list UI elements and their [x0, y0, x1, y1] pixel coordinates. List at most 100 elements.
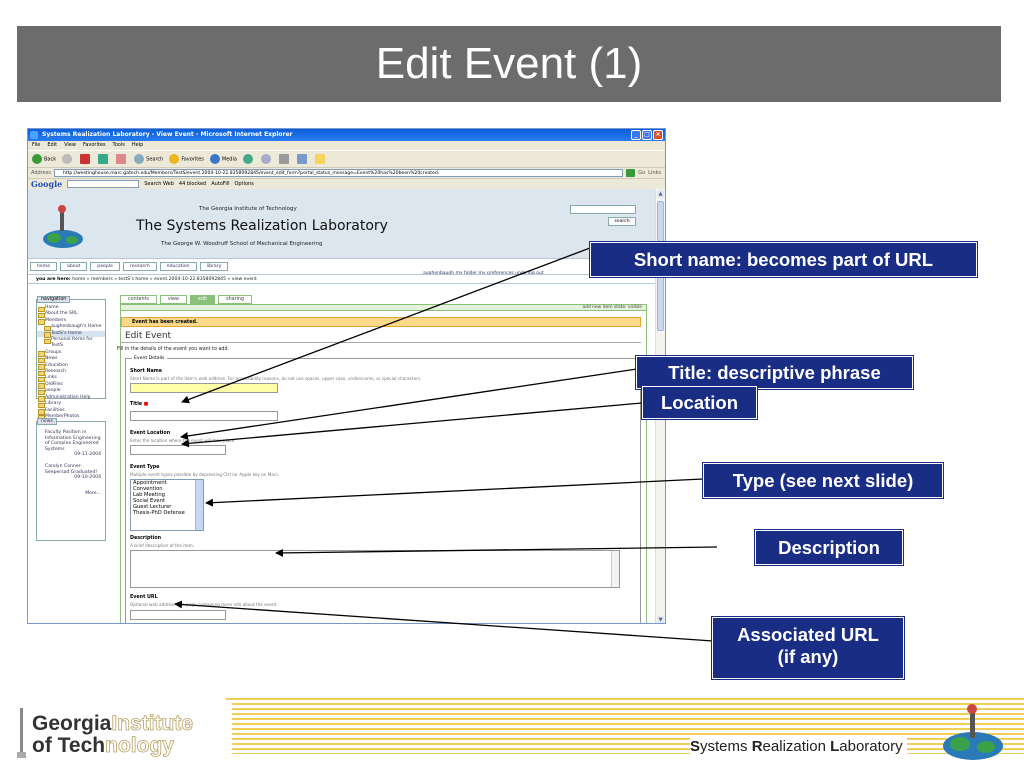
portal-tabs: home about people research education lib…	[30, 262, 229, 271]
mail-icon[interactable]	[260, 154, 271, 164]
nav-item-members[interactable]: Members	[37, 318, 105, 326]
description-textarea[interactable]	[130, 550, 620, 588]
footer: GeorgiaInstitute of Technology Systems R…	[0, 698, 1024, 768]
news-more-link[interactable]: More...	[85, 490, 101, 496]
history-icon[interactable]	[242, 154, 253, 164]
edit-icon[interactable]	[296, 154, 307, 164]
event-type-option[interactable]: Lab Meeting	[133, 492, 165, 498]
go-arrow-icon[interactable]	[626, 169, 636, 177]
tab-education[interactable]: education	[159, 262, 197, 271]
navigation-header: navigation	[37, 296, 71, 303]
nav-item-groups[interactable]: Groups	[37, 350, 105, 358]
tab-contents[interactable]: contents	[120, 295, 157, 304]
georgia-tech-logo: GeorgiaInstitute of Technology	[12, 702, 232, 760]
address-input[interactable]: http://westinghouse.marc.gatech.edu/Memb…	[53, 169, 624, 177]
event-type-option[interactable]: Thesis-PhD Defense	[133, 510, 185, 516]
back-button[interactable]: Back	[32, 154, 56, 164]
breadcrumb-path[interactable]: home » members » testS's home » event.20…	[72, 277, 257, 282]
refresh-icon[interactable]	[98, 154, 109, 164]
divider	[121, 342, 641, 343]
go-button[interactable]: Go	[638, 170, 646, 176]
minimize-button[interactable]: _	[631, 130, 641, 140]
event-type-option[interactable]: Appointment	[133, 480, 167, 486]
location-label: Event Location	[130, 431, 171, 436]
links-label[interactable]: Links	[648, 170, 661, 176]
nav-item-news[interactable]: News	[37, 356, 105, 364]
description-help: A brief description of the item.	[130, 543, 195, 548]
form-heading: Edit Event	[125, 331, 172, 341]
nav-item-admin-help[interactable]: Administration Help	[37, 395, 105, 403]
short-name-input[interactable]	[130, 383, 278, 393]
personal-bar[interactable]: aughenbaugh my folder my preferences und…	[423, 271, 544, 276]
menu-bar: File Edit View Favorites Tools Help	[28, 141, 665, 150]
tab-about[interactable]: about	[60, 262, 88, 271]
site-search-input[interactable]	[570, 205, 636, 214]
gt-institute: Institute	[111, 712, 193, 735]
web-page: The Georgia Institute of Technology The …	[28, 189, 657, 623]
event-url-input[interactable]	[130, 610, 226, 620]
media-button[interactable]: Media	[209, 154, 237, 164]
search-button[interactable]: Search	[134, 154, 163, 164]
select-scrollbar[interactable]	[195, 480, 203, 530]
lab-name: The Systems Realization Laboratory	[136, 218, 388, 234]
gt-line2: of Technology	[32, 734, 174, 757]
tab-edit[interactable]: edit	[189, 295, 216, 304]
nav-item-personal[interactable]: Personal Items for TestS	[37, 337, 105, 350]
nav-item-research[interactable]: Research	[37, 369, 105, 377]
tab-research[interactable]: research	[122, 262, 157, 271]
fieldset-legend: Event Details	[132, 356, 167, 361]
scroll-up-icon[interactable]: ▲	[657, 190, 664, 198]
event-type-option[interactable]: Guest Lecturer	[133, 504, 172, 510]
callout-short-name: Short name: becomes part of URL	[589, 241, 978, 278]
folder-icon[interactable]	[314, 154, 325, 164]
google-search-input[interactable]	[67, 180, 140, 188]
maximize-button[interactable]: □	[642, 130, 652, 140]
nav-item-tests-home[interactable]: TestS's Home	[37, 330, 105, 339]
tab-library[interactable]: library	[199, 262, 229, 271]
close-button[interactable]: ×	[653, 130, 663, 140]
nav-item-links[interactable]: Links	[37, 375, 105, 383]
news-item-title[interactable]: Faculty Position in Information Engineer…	[45, 430, 101, 452]
news-item-title[interactable]: Carolyn Conner-Seepersad Graduated!	[45, 463, 98, 475]
nav-item-library[interactable]: Library	[37, 401, 105, 409]
event-type-option[interactable]: Social Event	[133, 498, 165, 504]
nav-item-people[interactable]: people	[37, 388, 105, 396]
menu-edit[interactable]: Edit	[47, 142, 58, 148]
callout-url-line2: (if any)	[777, 646, 839, 667]
favorites-button[interactable]: Favorites	[169, 154, 204, 164]
tab-sharing[interactable]: sharing	[218, 295, 253, 304]
nav-item-facilities[interactable]: Facilities	[37, 408, 105, 415]
event-type-select[interactable]: Appointment Convention Lab Meeting Socia…	[130, 479, 204, 531]
textarea-scrollbar[interactable]	[611, 551, 619, 587]
scroll-down-icon[interactable]: ▼	[657, 616, 664, 623]
menu-tools[interactable]: Tools	[112, 142, 125, 148]
nav-item-home[interactable]: Home	[37, 305, 105, 313]
nav-item-about[interactable]: About the SRL	[37, 311, 105, 319]
options-button[interactable]: Options	[234, 181, 254, 187]
tab-home[interactable]: home	[30, 262, 58, 271]
menu-view[interactable]: View	[64, 142, 76, 148]
title-input[interactable]	[130, 411, 278, 421]
event-type-option[interactable]: Convention	[133, 486, 163, 492]
autofill-button[interactable]: AutoFill	[211, 181, 230, 187]
tab-people[interactable]: people	[90, 262, 120, 271]
menu-file[interactable]: File	[32, 142, 41, 148]
forward-arrow-icon[interactable]	[62, 154, 73, 164]
popup-blocked[interactable]: 44 blocked	[178, 181, 207, 187]
google-toolbar: Google Search Web 44 blocked AutoFill Op…	[28, 178, 665, 189]
home-icon[interactable]	[116, 154, 127, 164]
location-input[interactable]	[130, 445, 226, 455]
stop-icon[interactable]	[80, 154, 91, 164]
short-name-help: Short Name is part of the item's web add…	[130, 376, 422, 381]
site-search-button[interactable]: search	[608, 217, 636, 226]
nav-item-oldfiles[interactable]: OldFiles	[37, 382, 105, 390]
window-titlebar: Systems Realization Laboratory - View Ev…	[28, 129, 665, 141]
menu-favorites[interactable]: Favorites	[82, 142, 106, 148]
search-web-button[interactable]: Search Web	[144, 181, 174, 187]
menu-help[interactable]: Help	[131, 142, 144, 148]
content-action-bar[interactable]: add new item state: visible	[120, 304, 647, 311]
nav-item-education[interactable]: Education	[37, 363, 105, 371]
breadcrumb: you are here: home » members » testS's h…	[28, 274, 657, 284]
print-icon[interactable]	[278, 154, 289, 164]
tab-view[interactable]: view	[159, 295, 187, 304]
